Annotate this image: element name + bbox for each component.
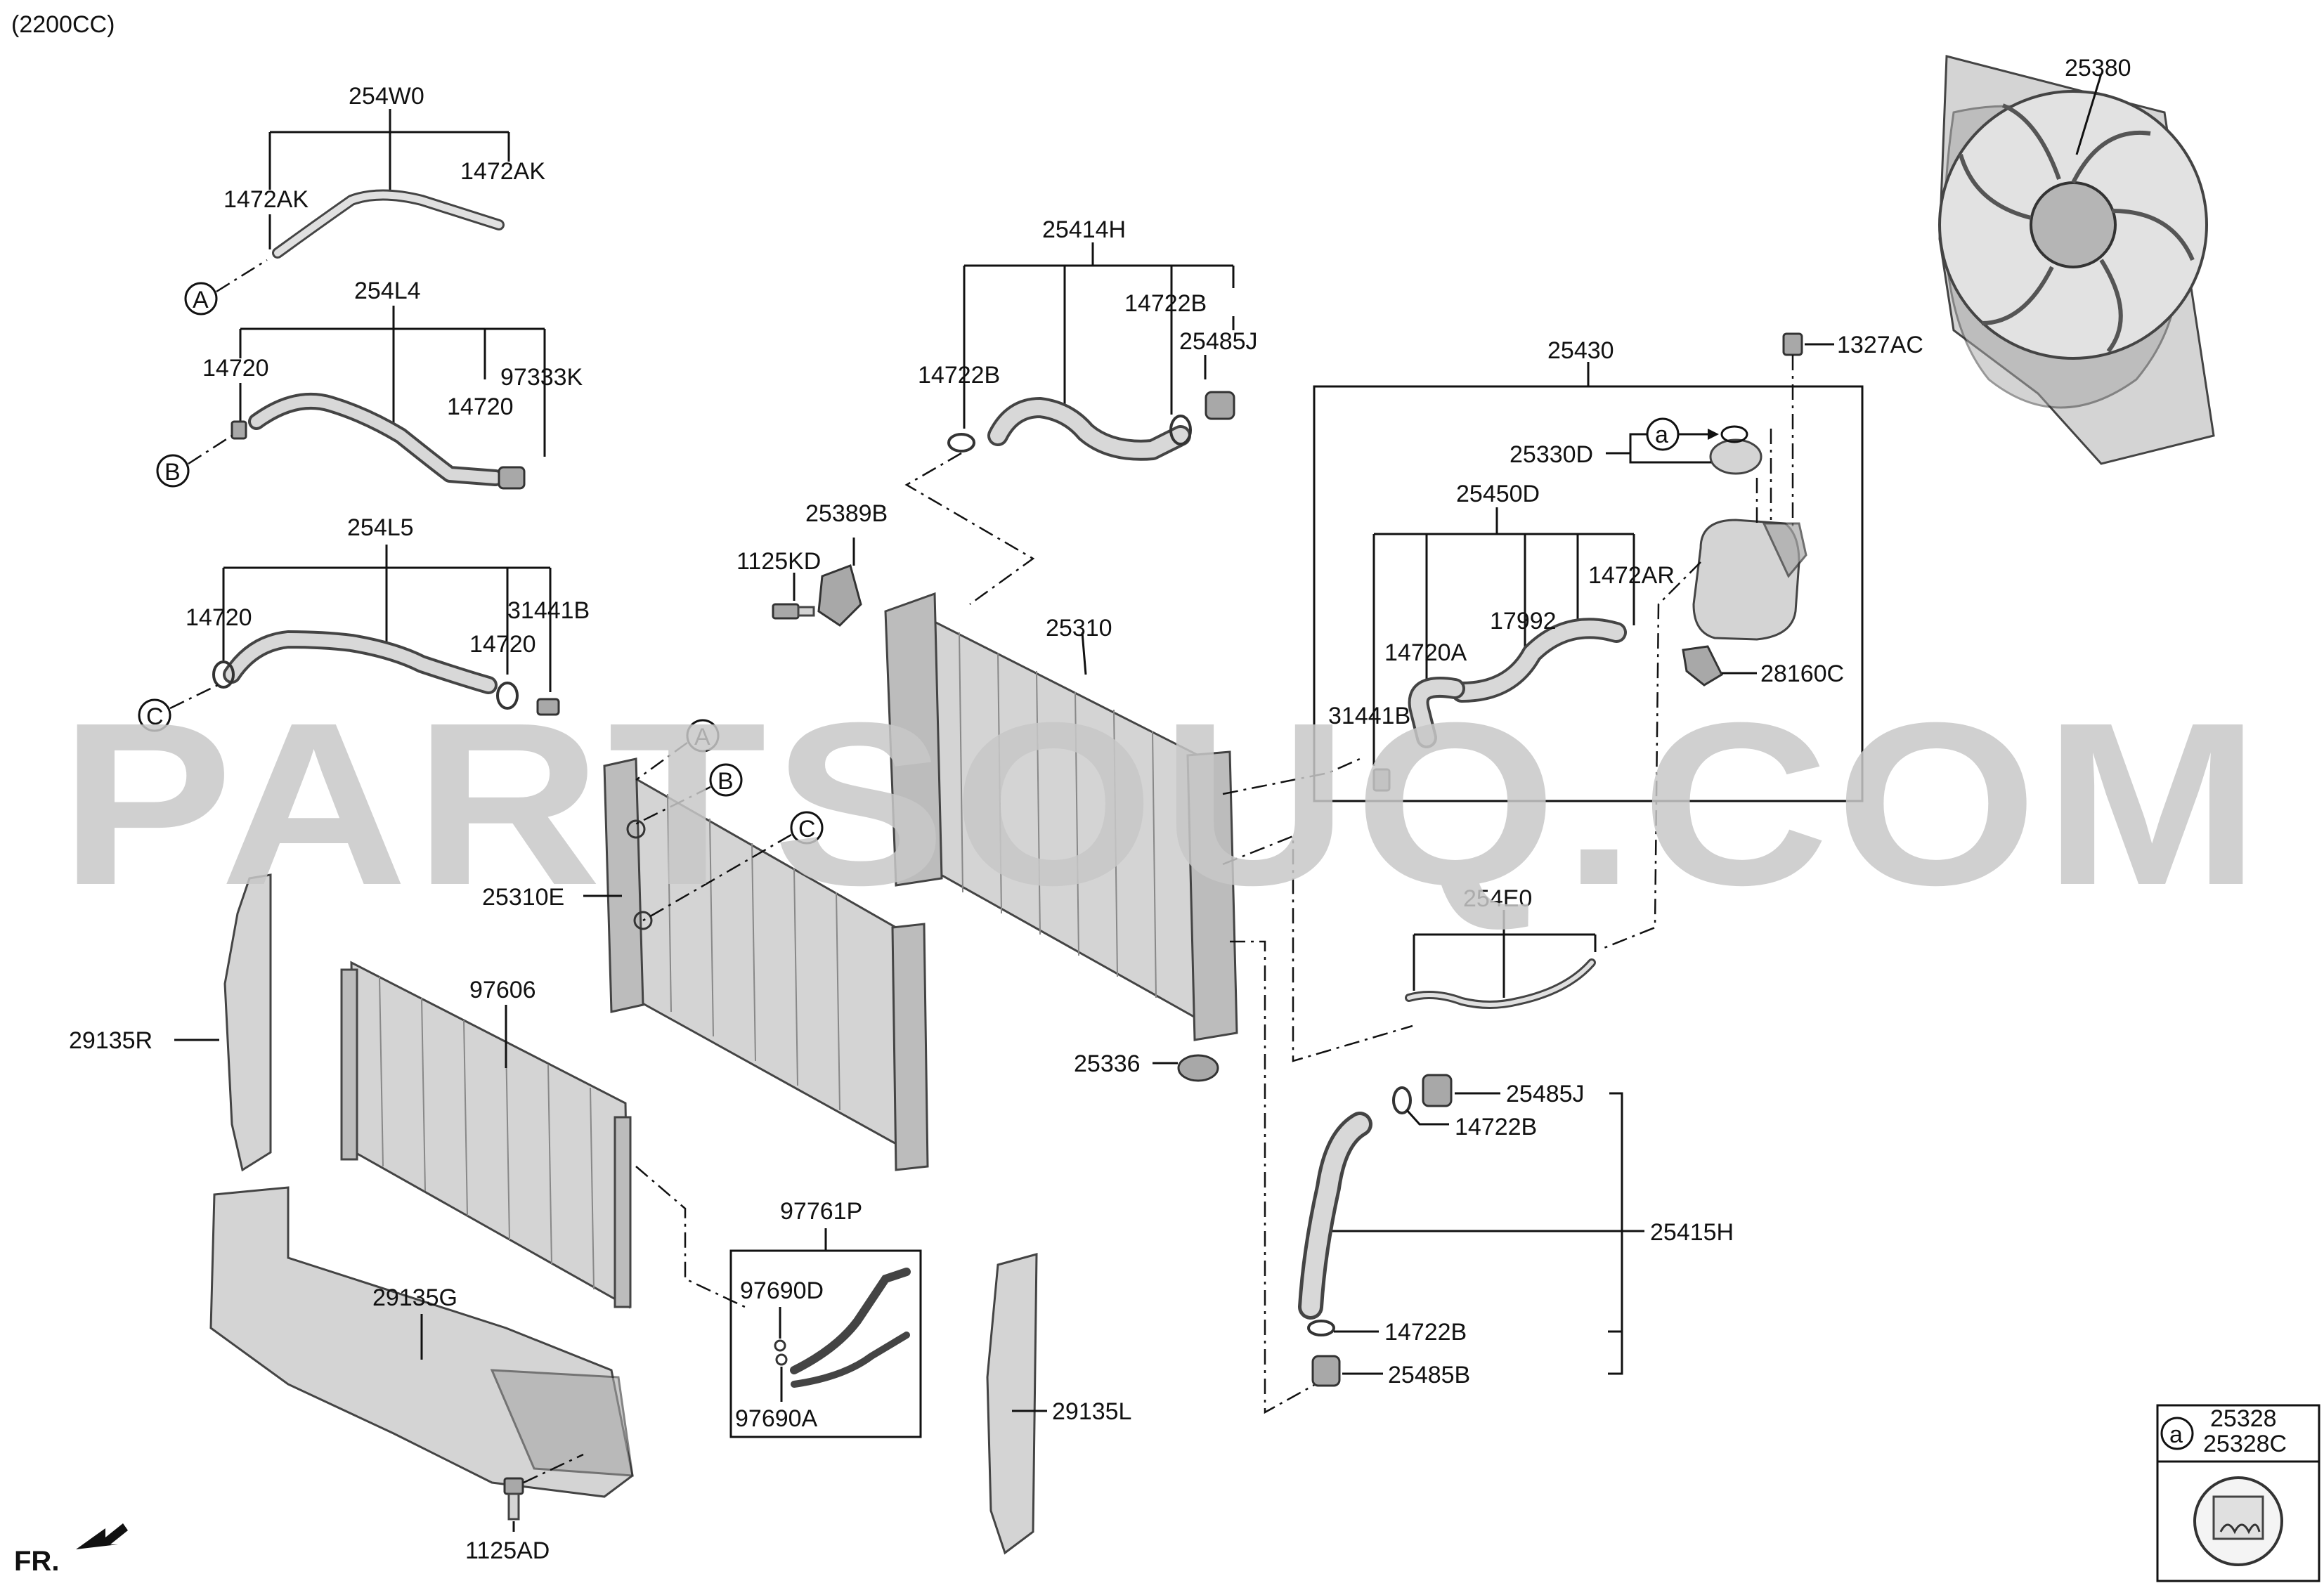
ref-circle-A-radiator — [686, 719, 720, 753]
legend-box — [2156, 1404, 2320, 1582]
label-254L4: 254L4 — [354, 278, 421, 304]
hose-254E0[interactable] — [1405, 958, 1596, 1009]
label-25380: 25380 — [2065, 55, 2131, 82]
label-25310E: 25310E — [482, 884, 564, 911]
ref-a-cap: a — [1655, 422, 1668, 448]
label-254E0: 254E0 — [1463, 885, 1532, 912]
ref-circle-C-radiator — [790, 811, 824, 845]
legend-line-1: 25328 — [2210, 1405, 2277, 1432]
label-28160C: 28160C — [1760, 660, 1844, 687]
sensor-31441B[interactable] — [1372, 768, 1391, 792]
part-1327AC[interactable] — [1782, 332, 1803, 356]
ref-circle-C — [138, 698, 171, 732]
fan-shroud-25380[interactable] — [1938, 55, 2215, 465]
label-1125AD: 1125AD — [465, 1537, 550, 1564]
air-guard-29135L[interactable] — [986, 1253, 1038, 1555]
label-25485J-lower: 25485J — [1506, 1081, 1585, 1107]
label-25389B: 25389B — [805, 500, 888, 527]
label-25485J-upper: 25485J — [1179, 328, 1258, 355]
lower-radiator-hose-25415H[interactable] — [1298, 1074, 1453, 1387]
label-14722B-upper-left: 14722B — [918, 362, 1000, 389]
label-97333K: 97333K — [500, 364, 583, 391]
label-25485B: 25485B — [1388, 1362, 1470, 1388]
reservoir-cap-25330D[interactable] — [1709, 438, 1763, 475]
coolant-reservoir-tank[interactable] — [1692, 519, 1807, 641]
legend-ref-a: a — [2169, 1421, 2183, 1448]
label-97606: 97606 — [469, 977, 536, 1003]
label-25414H: 25414H — [1042, 216, 1126, 243]
front-label: FR. — [14, 1546, 59, 1577]
hose-254W0[interactable] — [272, 189, 505, 259]
ref-circle-B-radiator — [709, 763, 743, 797]
legend-line-2: 25328C — [2203, 1431, 2287, 1457]
ref-circle-A — [184, 282, 218, 315]
label-1327AC: 1327AC — [1837, 332, 1923, 358]
ref-C-radiator: C — [798, 816, 816, 842]
bolt-1125AD[interactable] — [503, 1477, 524, 1521]
label-25336: 25336 — [1074, 1050, 1141, 1077]
label-17992: 17992 — [1490, 608, 1557, 634]
label-14720-upper-right: 14720 — [447, 393, 514, 420]
label-254L5: 254L5 — [347, 514, 414, 541]
upper-radiator-hose-25414H[interactable] — [947, 391, 1235, 461]
reservoir-hose-25450D[interactable] — [1408, 618, 1627, 748]
label-31441B: 31441B — [507, 597, 590, 624]
condenser-97606[interactable] — [340, 961, 632, 1309]
label-14722B-upper-right: 14722B — [1124, 290, 1207, 317]
front-direction-arrow — [76, 1523, 128, 1549]
label-25310: 25310 — [1046, 615, 1112, 642]
label-14720-upper: 14720 — [202, 355, 269, 382]
radiator-25310[interactable] — [884, 592, 1238, 1041]
label-29135L: 29135L — [1052, 1398, 1131, 1425]
label-14722B-lower-upper: 14722B — [1455, 1114, 1537, 1140]
label-25450D: 25450D — [1456, 481, 1540, 507]
label-29135G: 29135G — [372, 1284, 457, 1311]
label-1472AR: 1472AR — [1588, 562, 1675, 589]
ref-A-radiator: A — [694, 724, 710, 750]
ref-circle-B — [156, 454, 190, 488]
drain-plug-25336[interactable] — [1177, 1054, 1219, 1082]
ref-A: A — [193, 287, 209, 313]
label-97690D: 97690D — [740, 1277, 824, 1304]
bracket-25389B[interactable] — [817, 564, 862, 627]
hose-254L4[interactable] — [231, 392, 526, 490]
label-1125KD: 1125KD — [736, 548, 821, 575]
label-31441B-reservoir: 31441B — [1328, 703, 1410, 729]
watermark-text: PARTSOUQ.COM — [60, 674, 2266, 933]
label-14720-mid-left: 14720 — [186, 604, 252, 631]
label-14722B-lower: 14722B — [1384, 1319, 1467, 1346]
ref-B: B — [164, 459, 181, 486]
label-1472AK-right: 1472AK — [460, 158, 545, 185]
label-254W0: 254W0 — [349, 83, 424, 110]
bracket-28160C[interactable] — [1682, 645, 1723, 686]
label-97761P: 97761P — [780, 1198, 862, 1225]
label-1472AK-left: 1472AK — [223, 186, 309, 213]
hose-254L5[interactable] — [212, 630, 560, 716]
engine-spec-label: (2200CC) — [11, 11, 115, 38]
ref-C: C — [146, 703, 164, 730]
label-97690A: 97690A — [735, 1405, 818, 1432]
label-25430: 25430 — [1547, 337, 1614, 364]
radiator-25310E[interactable] — [603, 757, 929, 1171]
label-25330D: 25330D — [1510, 441, 1593, 468]
bolt-1125KD[interactable] — [772, 603, 815, 620]
ref-B-radiator: B — [718, 768, 734, 795]
label-25415H: 25415H — [1650, 1219, 1734, 1246]
label-14720A: 14720A — [1384, 639, 1467, 666]
pipe-assembly-97761P[interactable] — [774, 1268, 911, 1388]
label-29135R: 29135R — [69, 1027, 152, 1054]
label-14720-mid-right: 14720 — [469, 631, 536, 658]
air-guard-29135R[interactable] — [223, 873, 272, 1172]
